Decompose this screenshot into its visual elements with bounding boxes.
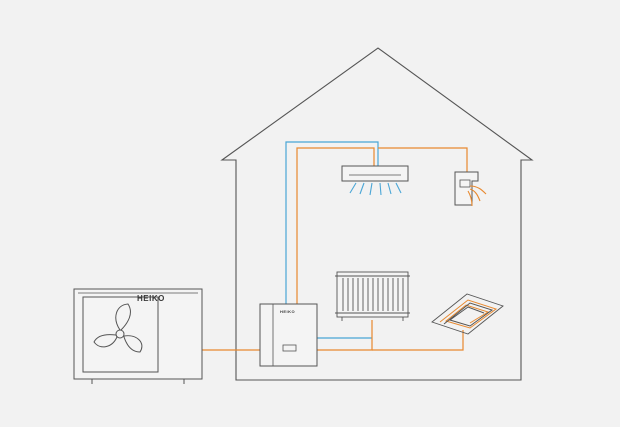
hot-pipe-to-fancoil (378, 147, 468, 172)
cold-air-flow-icon (349, 182, 402, 196)
fan-icon (93, 303, 143, 353)
underfloor-heating (431, 293, 504, 335)
outdoor-unit-body (73, 288, 203, 380)
outdoor-unit (73, 288, 203, 384)
fan-coil-outlet (459, 179, 471, 188)
wall-ac-body (341, 165, 409, 182)
indoor-unit-body (259, 303, 318, 367)
warm-air-flow-icon (467, 185, 487, 207)
radiator (335, 271, 410, 321)
floor-panel-outline (431, 293, 504, 335)
wall-ac-unit (341, 165, 409, 196)
hot-pipes (200, 147, 468, 351)
outdoor-unit-brand-label: HEIKO (137, 294, 165, 303)
fan-coil-unit (454, 171, 487, 207)
outdoor-unit-fan-grille (82, 296, 159, 373)
radiator-fins (342, 278, 404, 311)
indoor-unit-brand-label: HEIKO (280, 309, 296, 314)
cold-pipe-to-ac (285, 141, 379, 305)
radiator-body (336, 271, 409, 318)
hot-pipe-to-floor (372, 330, 464, 351)
indoor-unit-display (282, 344, 297, 352)
fan-coil-body (454, 171, 479, 206)
house-outline (220, 47, 534, 381)
hot-pipe-to-ac (296, 147, 375, 305)
indoor-unit (259, 303, 318, 367)
floor-heating-coils (439, 299, 498, 329)
hot-pipe-to-radiator (316, 320, 373, 351)
